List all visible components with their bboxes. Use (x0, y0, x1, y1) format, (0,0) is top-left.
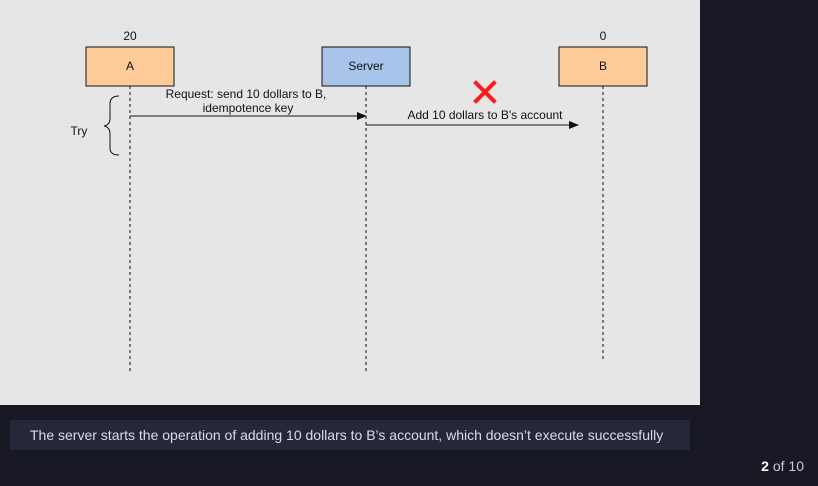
slide-pager: 2 of 10 (761, 458, 804, 474)
try-label: Try (71, 124, 88, 138)
sequence-diagram: 20 0 A Server B Request: send 10 dollars… (71, 29, 648, 372)
participant-server-box (321, 46, 411, 87)
request-label-line1: Request: send 10 dollars to B, (166, 87, 327, 101)
pager-total: 10 (788, 458, 804, 474)
pager-separator: of (768, 458, 789, 474)
balance-b: 0 (600, 29, 607, 43)
participant-server-label: Server (348, 59, 383, 73)
pager-current: 2 (761, 458, 769, 474)
failure-x-icon (473, 80, 497, 104)
participant-b-label: B (599, 59, 607, 73)
participant-b-box (558, 46, 648, 87)
add-funds-label: Add 10 dollars to B's account (407, 108, 563, 122)
diagram-panel: 20 0 A Server B Request: send 10 dollars… (0, 0, 700, 405)
try-brace (103, 95, 120, 156)
caption-text: The server starts the operation of addin… (30, 427, 664, 443)
participant-a-label: A (126, 59, 134, 73)
caption-box: The server starts the operation of addin… (10, 420, 690, 450)
request-label-line2: idempotence key (203, 101, 294, 115)
participant-a-box (85, 46, 175, 87)
balance-a: 20 (123, 29, 137, 43)
